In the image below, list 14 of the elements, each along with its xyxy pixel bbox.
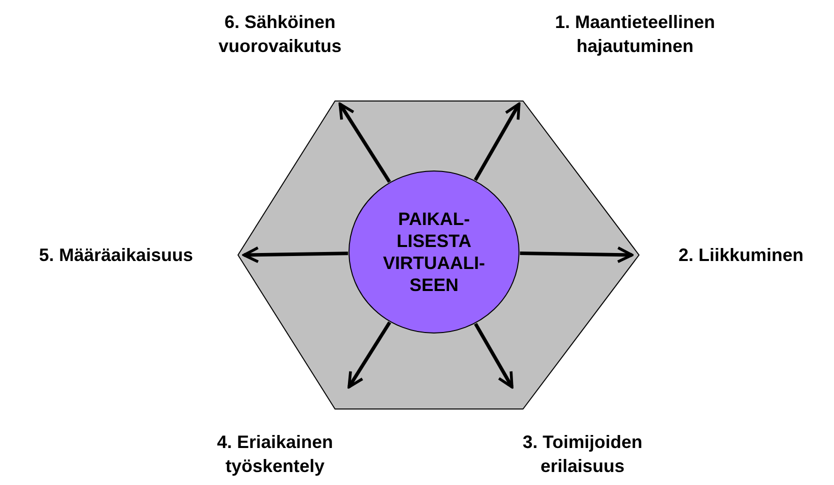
arrow bbox=[242, 246, 348, 264]
category-label: 6. Sähköinen vuorovaikutus bbox=[217, 11, 343, 58]
category-label: 3. Toimijoiden erilaisuus bbox=[522, 431, 644, 478]
category-label: 2. Liikkuminen bbox=[677, 244, 805, 267]
arrow bbox=[348, 321, 392, 388]
circle-text: PAIKAL- LISESTA VIRTUAALI- SEEN bbox=[382, 208, 486, 296]
category-label: 4. Eriaikainen työskentely bbox=[216, 431, 334, 478]
arrow bbox=[474, 322, 514, 388]
category-label: 5. Määräaikaisuus bbox=[38, 244, 194, 267]
arrow bbox=[474, 102, 521, 181]
arrow bbox=[338, 102, 391, 183]
category-label: 1. Maantieteellinen hajautuminen bbox=[554, 11, 716, 58]
arrow bbox=[520, 246, 634, 264]
center-circle bbox=[348, 170, 520, 334]
